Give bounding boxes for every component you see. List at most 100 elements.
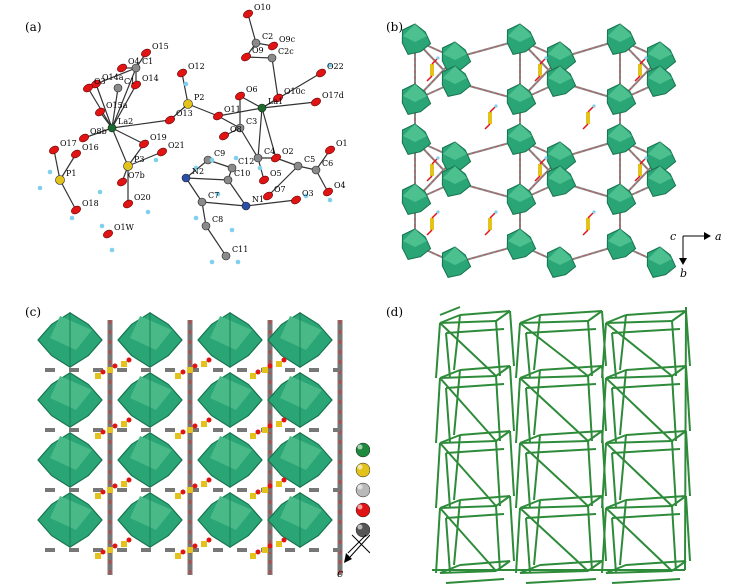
packing-oxygen [180, 369, 186, 375]
net-edge [453, 434, 461, 501]
net-edge [515, 377, 521, 444]
packing-oxygen [192, 483, 198, 489]
bond-line [187, 103, 219, 117]
net-edge [587, 430, 603, 442]
net-edge [495, 505, 501, 572]
hydrogen-atom [592, 210, 596, 214]
la-polyhedron-face [648, 42, 672, 60]
la-polyhedron-face [508, 229, 532, 247]
net-edge [519, 505, 589, 509]
bond-line [261, 72, 322, 109]
atom-o1w [103, 229, 113, 239]
la-polyhedron-face [403, 24, 427, 42]
net-edge [495, 440, 501, 507]
net-edge [453, 499, 461, 566]
packing-polyhedron-face [50, 316, 92, 350]
bond-line [227, 179, 247, 207]
bond-line [261, 101, 317, 109]
atom-label: O10c [284, 87, 306, 96]
atom-n2 [181, 173, 191, 183]
legend-swatch-highlight [357, 504, 363, 510]
packing-phosphate [107, 547, 113, 553]
net-edge [459, 560, 511, 566]
net-edge [525, 448, 597, 454]
net-edge [605, 440, 673, 444]
net-edge [439, 434, 461, 444]
net-edge [435, 442, 441, 509]
phosphate-bond [426, 175, 433, 182]
net-edge [539, 495, 603, 501]
net-edge [509, 310, 515, 367]
packing-oxygen [192, 423, 198, 429]
legend-swatch-la [355, 442, 370, 458]
packing-phosphate [107, 487, 113, 493]
phosphate-bond [634, 75, 641, 82]
atom-label: O6 [246, 85, 258, 94]
net-edge [605, 505, 673, 509]
packing-oxygen [206, 477, 212, 483]
packing-phosphate [95, 553, 101, 559]
net-edge [625, 430, 687, 436]
hydrogen-atom [215, 191, 221, 197]
packing-oxygen [281, 537, 287, 543]
atom-label: C3 [246, 117, 257, 126]
legend-swatch-p [355, 462, 370, 478]
net-edge [459, 495, 511, 501]
panel-d-label: (d) [386, 305, 404, 319]
phosphate-group [538, 164, 542, 176]
net-edge [519, 570, 589, 574]
legend-swatch-highlight [357, 484, 363, 490]
atom-label: O15a [106, 101, 128, 110]
packing-polyhedron-face [280, 376, 322, 410]
packing-oxygen [180, 429, 186, 435]
atom-o18 [71, 205, 81, 215]
bond-line [127, 151, 163, 167]
atom-label: O1W [114, 223, 135, 232]
net-edge [539, 365, 603, 371]
la-polyhedron-face [443, 142, 467, 160]
hydrogen-atom [145, 209, 151, 215]
la-polyhedron-face [443, 42, 467, 60]
la-polyhedron-face [648, 142, 672, 160]
hydrogen-atom [47, 169, 53, 175]
la-polyhedron-face [608, 84, 632, 102]
atom-label: O10 [254, 3, 271, 12]
packing-polyhedron-face [210, 376, 252, 410]
net-edge [515, 507, 521, 574]
net-edge [605, 442, 673, 507]
net-edge [445, 448, 505, 454]
atom-o10c [273, 93, 283, 103]
bond-line [185, 177, 229, 181]
packing-polyhedron-face [280, 496, 322, 530]
net-edge [439, 507, 497, 572]
atom-label: C2 [262, 32, 273, 41]
atom-o8 [219, 131, 229, 141]
atom-o8b [79, 133, 89, 143]
atom-o16 [71, 149, 81, 159]
net-edge [605, 320, 673, 324]
net-edge [671, 440, 677, 507]
atom-o15 [141, 48, 151, 58]
net-edge [459, 310, 511, 316]
la-polyhedron-face [508, 84, 532, 102]
bond-line [111, 127, 129, 167]
packing-phosphate [250, 373, 256, 379]
atom-c2 [251, 38, 261, 48]
packing-phosphate [95, 493, 101, 499]
bond-line [201, 201, 247, 207]
net-edge [671, 310, 687, 322]
net-edge [539, 430, 603, 436]
bond-line [261, 107, 277, 159]
net-edge [439, 505, 497, 509]
packing-phosphate [276, 481, 282, 487]
atom-label: O17d [322, 91, 344, 100]
atom-label: La1 [268, 97, 283, 106]
la-polyhedron-face [443, 247, 467, 265]
atom-label: N1 [252, 195, 264, 204]
atom-o15a [95, 107, 105, 117]
packing-phosphate [201, 361, 207, 367]
phosphate-bond [639, 58, 646, 65]
hydrogen-atom [109, 247, 115, 253]
net-edge [587, 365, 603, 377]
net-edge [525, 387, 531, 444]
